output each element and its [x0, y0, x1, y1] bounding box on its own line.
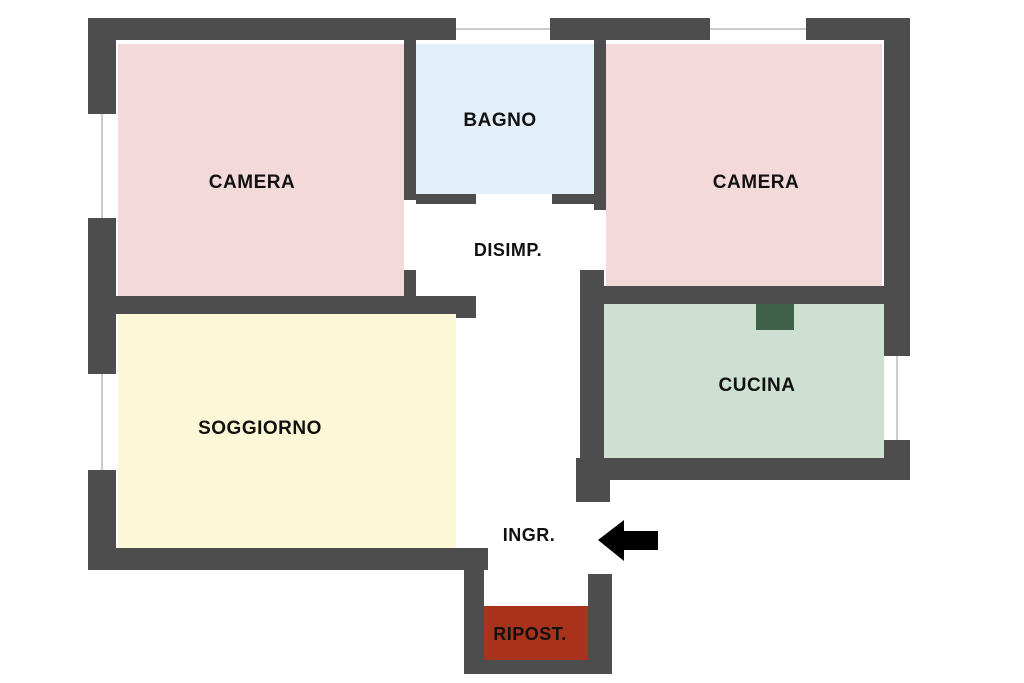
ripost-label: RIPOST. [493, 624, 567, 644]
bagno-bottom-left [416, 194, 476, 204]
camera-left-label: CAMERA [209, 172, 295, 193]
ingresso-label: INGR. [503, 525, 556, 545]
room-ripostiglio: RIPOST. [484, 606, 588, 660]
cucina-label: CUCINA [719, 375, 796, 396]
bottom-left-wall [88, 548, 488, 570]
partition-camera-cucina [580, 286, 884, 304]
room-camera-right: CAMERA [606, 44, 882, 286]
ripost-bottom-wall [464, 660, 612, 674]
ripost-left-wall [464, 548, 484, 672]
room-camera-left: CAMERA [118, 44, 404, 296]
arrow-left-icon [598, 520, 658, 561]
kitchen-corner-wall [576, 458, 610, 502]
bagno-label: BAGNO [463, 110, 536, 131]
left-wall [88, 18, 116, 570]
partition-bagno-camera [594, 40, 606, 210]
camera-right-label: CAMERA [713, 172, 799, 193]
soggiorno-label: SOGGIORNO [198, 418, 322, 439]
disimp-left-jamb [404, 270, 416, 300]
room-ingresso: INGR. [503, 525, 556, 545]
chimney [756, 304, 794, 330]
room-bagno: BAGNO [416, 44, 594, 194]
room-soggiorno: SOGGIORNO [118, 314, 456, 548]
partition-camera-bagno [404, 40, 416, 200]
room-disimpegno: DISIMP. [474, 240, 542, 260]
bottom-right-wall [576, 458, 910, 480]
partition-camera-soggiorno [116, 296, 460, 314]
disimp-left-stub [456, 296, 476, 318]
room-cucina: CUCINA [604, 304, 884, 458]
walls [88, 18, 910, 674]
partition-corridor-cucina [580, 304, 604, 464]
ripost-right-wall [588, 574, 612, 674]
bagno-bottom-right [552, 194, 602, 204]
disimp-label: DISIMP. [474, 240, 542, 260]
windows [88, 18, 910, 470]
